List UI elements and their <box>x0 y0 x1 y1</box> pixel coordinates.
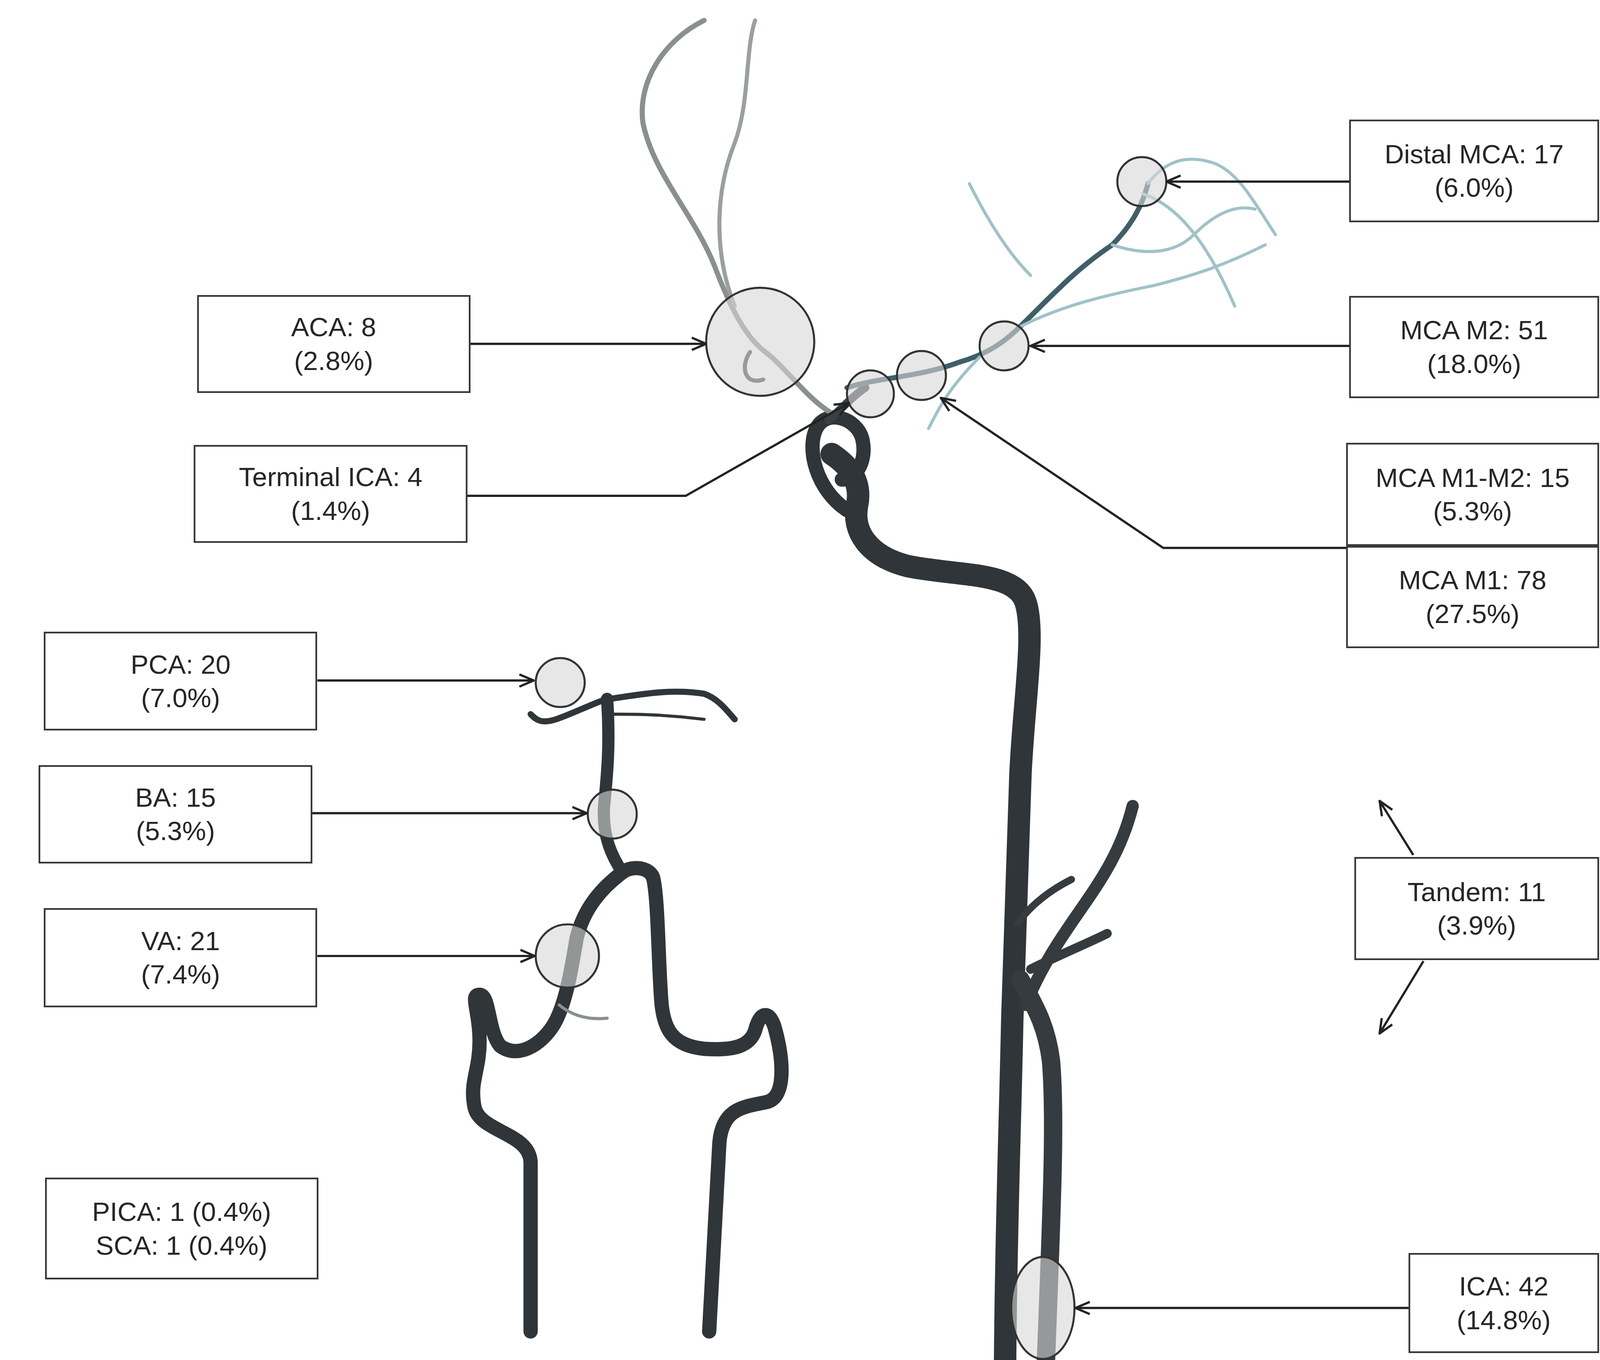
leader-arrow <box>941 397 1347 548</box>
posterior-cerebral <box>610 691 735 720</box>
label-box: Tandem: 11(3.9%) <box>1354 856 1600 961</box>
site-percent: (18.0%) <box>1427 347 1522 381</box>
site-count: MCA M1-M2: 15 <box>1375 460 1570 495</box>
leader-lines <box>312 181 1424 1308</box>
label-box: MCA M2: 51(18.0%) <box>1349 295 1600 399</box>
site-count: Terminal ICA: 4 <box>238 460 423 494</box>
external-branch <box>1025 805 1133 1005</box>
left-vertebral <box>473 872 623 1332</box>
posterior-vessels <box>473 691 782 1332</box>
label-box: BA: 15(5.3%) <box>38 765 312 864</box>
leader-arrow <box>1166 180 1351 183</box>
label-box: Terminal ICA: 4(1.4%) <box>193 444 468 543</box>
label-box: PICA: 1 (0.4%)SCA: 1 (0.4%) <box>45 1177 319 1280</box>
mca-branch <box>1112 207 1256 252</box>
leader-arrow <box>1379 801 1414 856</box>
anterior-cerebral <box>642 20 832 414</box>
leader-arrow <box>317 679 534 682</box>
vertebral-branch <box>559 1005 608 1020</box>
site-percent: (27.5%) <box>1425 597 1520 631</box>
occlusion-markers <box>535 157 1167 1360</box>
site-count: Distal MCA: 17 <box>1384 137 1564 172</box>
anterior-vessels <box>642 20 1276 1360</box>
site-count: VA: 21 <box>141 924 221 958</box>
site-percent: (2.8%) <box>294 344 374 378</box>
site-count: MCA M2: 51 <box>1400 313 1549 348</box>
label-box: MCA M1: 78(27.5%) <box>1346 545 1600 649</box>
marker-circle <box>535 658 585 708</box>
label-box: VA: 21(7.4%) <box>43 908 318 1007</box>
leader-arrow <box>470 342 707 345</box>
label-box: ICA: 42(14.8%) <box>1408 1252 1600 1354</box>
site-percent: (1.4%) <box>291 493 371 528</box>
marker-circle <box>847 370 894 418</box>
marker-circle <box>706 287 815 396</box>
mca-branch <box>1142 193 1235 306</box>
external-branch <box>1017 879 1072 924</box>
label-box: MCA M1-M2: 15(5.3%) <box>1346 442 1600 546</box>
internal-carotid <box>831 454 1030 1360</box>
site-count: Tandem: 11 <box>1407 875 1546 909</box>
anterior-cerebral <box>719 20 755 306</box>
marker-circle <box>535 924 599 988</box>
middle-cerebral <box>847 183 1149 388</box>
marker-circle <box>896 350 946 400</box>
site-percent: (7.4%) <box>141 957 221 992</box>
label-box: ACA: 8(2.8%) <box>197 295 471 393</box>
mca-branch <box>969 183 1031 276</box>
site-percent: (5.3%) <box>136 814 216 848</box>
site-percent: (14.8%) <box>1456 1303 1551 1338</box>
site-count: BA: 15 <box>135 780 216 815</box>
leader-arrow <box>317 954 535 958</box>
marker-circle <box>979 321 1029 371</box>
marker-circle <box>1117 157 1167 207</box>
marker-ellipse <box>1011 1256 1075 1359</box>
marker-circle <box>587 789 637 839</box>
leader-arrow <box>1075 1306 1409 1309</box>
site-count: ICA: 42 <box>1458 1269 1549 1304</box>
site-count: MCA M1: 78 <box>1398 563 1547 598</box>
carotid-siphon <box>812 417 864 510</box>
site-percent: (6.0%) <box>1434 170 1514 205</box>
leader-arrow <box>312 811 588 815</box>
mca-branch <box>1148 159 1276 235</box>
leader-arrow <box>1030 344 1351 348</box>
mca-branch <box>1020 244 1266 327</box>
label-box: PCA: 20(7.0%) <box>43 631 318 731</box>
site-count: PICA: 1 (0.4%) <box>91 1194 271 1229</box>
label-box: Distal MCA: 17(6.0%) <box>1349 119 1600 223</box>
leader-arrow <box>467 402 850 496</box>
site-percent: (5.3%) <box>1433 494 1513 529</box>
right-vertebral <box>622 868 782 1332</box>
external-branch <box>1030 933 1108 970</box>
posterior-branch <box>612 713 705 720</box>
leader-arrow <box>1379 960 1424 1034</box>
site-count: PCA: 20 <box>130 647 231 682</box>
site-count: ACA: 8 <box>291 310 377 345</box>
site-percent: (3.9%) <box>1437 908 1517 943</box>
basilar <box>603 698 623 873</box>
site-percent: SCA: 1 (0.4%) <box>95 1228 268 1263</box>
site-percent: (7.0%) <box>141 681 221 715</box>
